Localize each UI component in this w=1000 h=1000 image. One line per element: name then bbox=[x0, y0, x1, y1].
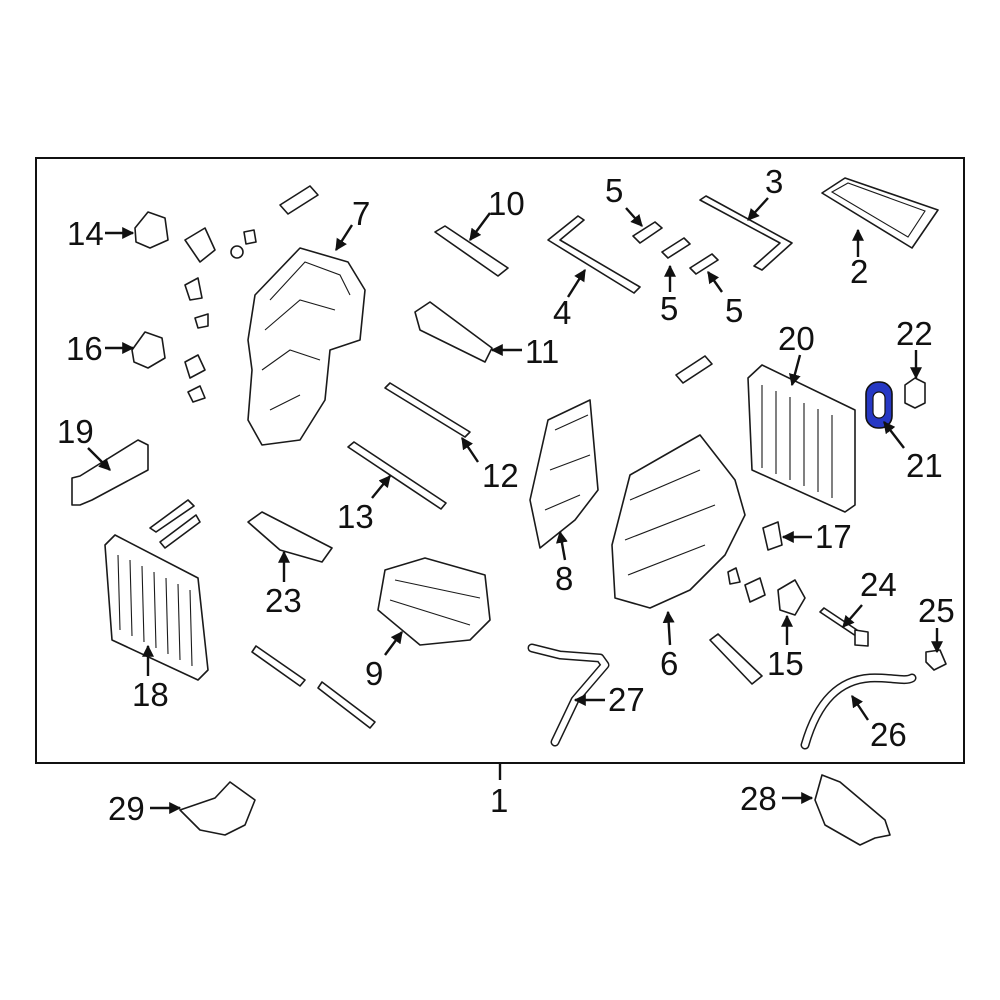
callout-label-20: 20 bbox=[778, 320, 815, 357]
callout-label-26: 26 bbox=[870, 716, 907, 753]
callout-label-23: 23 bbox=[265, 582, 302, 619]
callout-label-7: 7 bbox=[352, 195, 370, 232]
part-22-plug[interactable] bbox=[904, 377, 926, 409]
callout-labels: 2 3 4 5 5 5 6 7 8 9 10 11 12 13 14 15 16… bbox=[57, 163, 955, 827]
part-16-actuator[interactable] bbox=[131, 331, 166, 369]
part-13-door-rod[interactable] bbox=[347, 441, 447, 510]
callout-label-16: 16 bbox=[66, 330, 103, 367]
callout-label-9: 9 bbox=[365, 655, 383, 692]
callout-label-17: 17 bbox=[815, 518, 852, 555]
part-23-duct[interactable] bbox=[247, 511, 333, 563]
callout-label-27: 27 bbox=[608, 681, 645, 718]
callout-label-13: 13 bbox=[337, 498, 374, 535]
callout-label-10: 10 bbox=[488, 185, 525, 222]
part-bracket-mid bbox=[675, 355, 713, 384]
part-10-door[interactable] bbox=[434, 225, 509, 277]
part-28-duct[interactable] bbox=[814, 774, 891, 846]
part-6-lower-housing[interactable] bbox=[611, 434, 746, 609]
callout-label-15: 15 bbox=[767, 645, 804, 682]
callout-label-28: 28 bbox=[740, 780, 777, 817]
callout-label-2: 2 bbox=[850, 253, 868, 290]
callout-label-18: 18 bbox=[132, 676, 169, 713]
callout-label-25: 25 bbox=[918, 592, 955, 629]
callout-label-5a: 5 bbox=[605, 172, 623, 209]
callout-label-12: 12 bbox=[482, 457, 519, 494]
part-29-duct[interactable] bbox=[179, 781, 256, 836]
callout-label-11: 11 bbox=[525, 333, 559, 370]
part-lower-rods bbox=[251, 645, 376, 729]
callout-label-6: 6 bbox=[660, 645, 678, 682]
callout-label-22: 22 bbox=[896, 315, 933, 352]
part-15-actuator[interactable] bbox=[777, 579, 806, 616]
part-17-sensor[interactable] bbox=[762, 521, 783, 551]
part-bracket-top bbox=[279, 185, 319, 215]
part-26-hose[interactable] bbox=[800, 673, 917, 750]
part-4-seal-strip[interactable] bbox=[547, 215, 641, 294]
part-18-heater-core[interactable] bbox=[104, 499, 209, 681]
part-14-actuator[interactable] bbox=[134, 211, 169, 249]
callout-label-5b: 5 bbox=[660, 290, 678, 327]
part-5-seal-a[interactable] bbox=[632, 221, 663, 244]
part-7-upper-housing[interactable] bbox=[247, 247, 366, 446]
part-drain-hose bbox=[709, 633, 763, 685]
part-21-seal-highlighted[interactable] bbox=[865, 381, 893, 429]
callout-label-14: 14 bbox=[67, 215, 104, 252]
part-24-bolt[interactable] bbox=[819, 607, 869, 647]
callout-label-29: 29 bbox=[108, 790, 145, 827]
part-5-seal-b[interactable] bbox=[661, 237, 691, 259]
part-5-seal-c[interactable] bbox=[689, 253, 719, 275]
callout-label-3: 3 bbox=[765, 163, 783, 200]
callout-label-19: 19 bbox=[57, 413, 94, 450]
leader-lines bbox=[87, 197, 943, 814]
part-clips-left bbox=[184, 227, 257, 403]
callout-label-5c: 5 bbox=[725, 292, 743, 329]
callout-label-1: 1 bbox=[490, 782, 508, 819]
part-12-door-rod[interactable] bbox=[384, 382, 471, 438]
part-9-case-tray[interactable] bbox=[377, 557, 491, 646]
part-2-cabin-filter[interactable] bbox=[821, 177, 939, 249]
part-3-seal-strip[interactable] bbox=[699, 195, 793, 271]
callout-label-4: 4 bbox=[553, 294, 571, 331]
callout-label-24: 24 bbox=[860, 566, 897, 603]
part-clips-right bbox=[727, 567, 766, 603]
callout-label-21: 21 bbox=[906, 447, 943, 484]
part-27-hose[interactable] bbox=[527, 643, 610, 747]
part-8-side-cover[interactable] bbox=[529, 399, 599, 549]
part-20-evaporator[interactable] bbox=[747, 364, 856, 513]
callout-label-8: 8 bbox=[555, 560, 573, 597]
part-11-door[interactable] bbox=[414, 301, 493, 363]
part-25-clip[interactable] bbox=[925, 649, 947, 671]
